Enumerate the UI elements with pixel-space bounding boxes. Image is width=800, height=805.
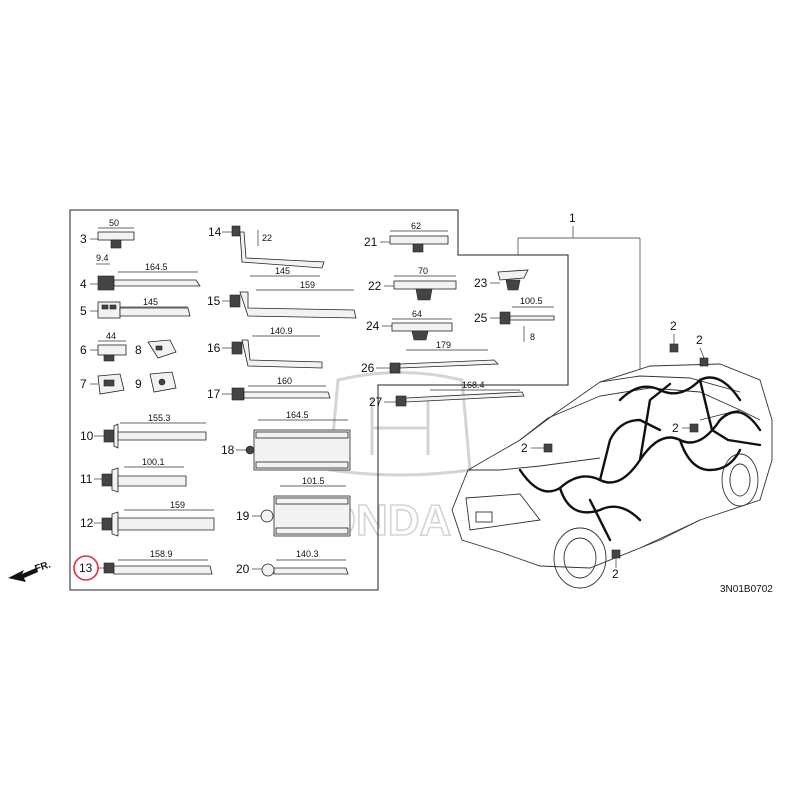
- part-13-dim-1: 158.9: [150, 549, 173, 559]
- svg-text:2: 2: [696, 333, 703, 347]
- part-20-number: 20: [236, 562, 250, 576]
- part-5[interactable]: 5 145: [80, 297, 191, 319]
- svg-text:2: 2: [612, 567, 619, 581]
- part-27-number: 27: [369, 395, 383, 409]
- part-10-number: 10: [80, 429, 94, 443]
- bolt-callout: 2: [669, 319, 679, 353]
- part-17-dim-1: 160: [277, 376, 292, 386]
- wire-harness: [518, 376, 762, 542]
- part-4[interactable]: 4 9.4 164.5: [80, 253, 201, 291]
- part-5-dim-1: 145: [143, 297, 158, 307]
- diagram-code: 3N01B0702: [720, 584, 773, 595]
- part-16[interactable]: 16 140.9: [207, 326, 323, 369]
- part-17[interactable]: 17 160: [207, 376, 331, 401]
- part-22-number: 22: [368, 279, 382, 293]
- part-24-number: 24: [366, 319, 380, 333]
- part-14-dim-2: 145: [275, 266, 290, 276]
- part-25[interactable]: 25 100.5 8: [474, 296, 555, 342]
- part-6-number: 6: [80, 343, 87, 357]
- part-26-dim-1: 179: [436, 340, 451, 350]
- part-5-number: 5: [80, 304, 87, 318]
- part-11-number: 11: [80, 472, 93, 486]
- bolt-callouts: 2 2 2 2 2: [521, 319, 709, 581]
- part-3-number: 3: [80, 232, 87, 246]
- front-direction-indicator: FR.: [8, 559, 52, 582]
- part-9-number: 9: [135, 377, 142, 391]
- part-27[interactable]: 27 168.4: [369, 380, 525, 409]
- svg-text:2: 2: [521, 441, 528, 455]
- vehicle-illustration: [451, 363, 773, 589]
- part-15-dim-1: 159: [300, 280, 315, 290]
- part-6-dim-1: 44: [106, 331, 116, 341]
- part-27-dim-1: 168.4: [462, 380, 485, 390]
- kit-boundary: [69, 209, 569, 591]
- part-13[interactable]: 13 158.9: [73, 549, 213, 581]
- part-3-dim-1: 50: [109, 218, 119, 228]
- part-6[interactable]: 6 44: [80, 331, 127, 362]
- front-label: FR.: [34, 559, 53, 575]
- part-11[interactable]: 11 100.1: [80, 457, 187, 493]
- part-4-dim-2: 164.5: [145, 262, 168, 272]
- part-4-dim-1: 9.4: [96, 253, 109, 263]
- part-23[interactable]: 23: [474, 269, 529, 291]
- svg-text:2: 2: [670, 319, 677, 333]
- bolt-callout: 2: [611, 549, 621, 581]
- part-22[interactable]: 22 70: [368, 266, 457, 301]
- part-9[interactable]: 9: [135, 371, 177, 393]
- part-16-dim-1: 140.9: [270, 326, 293, 336]
- part-15[interactable]: 15 159: [207, 280, 357, 319]
- part-18-dim-1: 164.5: [286, 410, 309, 420]
- part-11-dim-1: 100.1: [142, 457, 165, 467]
- part-10-dim-1: 155.3: [148, 413, 171, 423]
- part-4-number: 4: [80, 277, 87, 291]
- part-25-number: 25: [474, 311, 488, 325]
- part-20-dim-1: 140.3: [296, 549, 319, 559]
- part-18-number: 18: [221, 443, 235, 457]
- part-7-number: 7: [80, 377, 87, 391]
- part-25-dim-1: 100.5: [520, 296, 543, 306]
- part-12[interactable]: 12 159: [80, 500, 215, 537]
- part-13-number: 13: [79, 561, 93, 575]
- bolt-callout: 2: [521, 441, 553, 455]
- part-15-number: 15: [207, 294, 221, 308]
- bolt-callout: 2: [672, 421, 699, 435]
- part-14-number: 14: [208, 225, 222, 239]
- part-21[interactable]: 21 62: [364, 221, 449, 253]
- part-23-number: 23: [474, 276, 488, 290]
- part-19-dim-1: 101.5: [302, 476, 325, 486]
- part-26-number: 26: [361, 361, 375, 375]
- part-8[interactable]: 8: [135, 339, 177, 359]
- part-24-dim-1: 64: [412, 309, 422, 319]
- part-16-number: 16: [207, 341, 221, 355]
- bolt-callout: 2: [696, 333, 709, 367]
- part-22-dim-1: 70: [418, 266, 428, 276]
- part-17-number: 17: [207, 387, 221, 401]
- part-12-number: 12: [80, 516, 94, 530]
- part-14-dim-1: 22: [262, 233, 272, 243]
- part-19[interactable]: 19 101.5: [236, 476, 351, 537]
- part-10[interactable]: 10 155.3: [80, 413, 207, 449]
- callout-1-label: 1: [569, 211, 576, 225]
- part-8-number: 8: [135, 343, 142, 357]
- part-14[interactable]: 14 22 145: [208, 225, 325, 277]
- part-19-number: 19: [236, 509, 250, 523]
- svg-text:2: 2: [672, 421, 679, 435]
- part-20[interactable]: 20 140.3: [236, 549, 349, 577]
- part-12-dim-1: 159: [170, 500, 185, 510]
- part-18[interactable]: 18 164.5: [221, 410, 351, 471]
- part-25-dim-2: 8: [530, 332, 535, 342]
- part-24[interactable]: 24 64: [366, 309, 453, 341]
- part-3[interactable]: 3 50: [80, 218, 135, 249]
- front-arrow-icon: [8, 568, 38, 582]
- part-7[interactable]: 7: [80, 373, 125, 395]
- callout-1: 1: [517, 211, 641, 370]
- part-26[interactable]: 26 179: [361, 340, 499, 375]
- part-21-number: 21: [364, 235, 378, 249]
- part-21-dim-1: 62: [411, 221, 421, 231]
